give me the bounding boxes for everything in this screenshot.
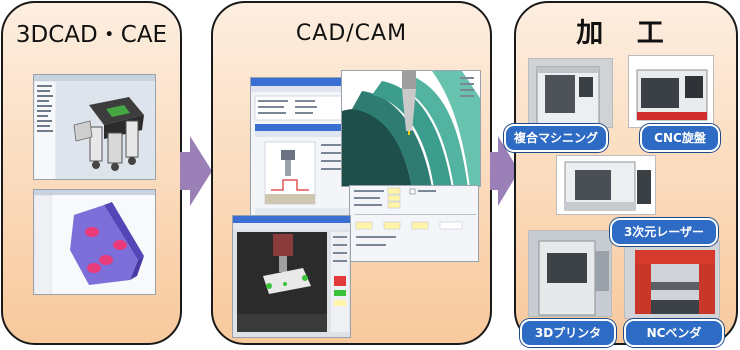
turbine-machining-render <box>341 70 481 187</box>
panel-title: CAD/CAM <box>295 21 408 46</box>
nc-bender-photo <box>624 241 720 319</box>
3d-printer-photo <box>528 230 612 317</box>
cad-assembly-screenshot <box>33 74 156 180</box>
arrow-right-icon <box>180 136 212 206</box>
machine-label: NCベンダ <box>624 319 724 347</box>
machining-center-photo <box>528 58 613 128</box>
panel-cad-cam: CAD/CAM <box>211 1 492 345</box>
cae-block-screenshot <box>33 189 156 295</box>
panel-3dcad-cae: 3DCAD・CAE <box>1 1 182 345</box>
panel-title: 3DCAD・CAE <box>15 22 168 48</box>
cnc-lathe-photo <box>628 55 714 128</box>
cam-simulation-screenshot <box>232 215 351 338</box>
machine-label: 複合マシニング <box>504 124 608 152</box>
machine-label: 3Dプリンタ <box>520 319 616 347</box>
panel-title: 加 工 <box>576 18 676 49</box>
3d-laser-photo <box>556 155 656 215</box>
machine-label: CNC旋盤 <box>640 124 720 152</box>
cam-parameter-form <box>349 185 479 262</box>
panel-processing: 加 工 <box>504 1 738 347</box>
machine-label: 3次元レーザー <box>610 218 718 246</box>
arrow-right-icon <box>490 136 519 206</box>
